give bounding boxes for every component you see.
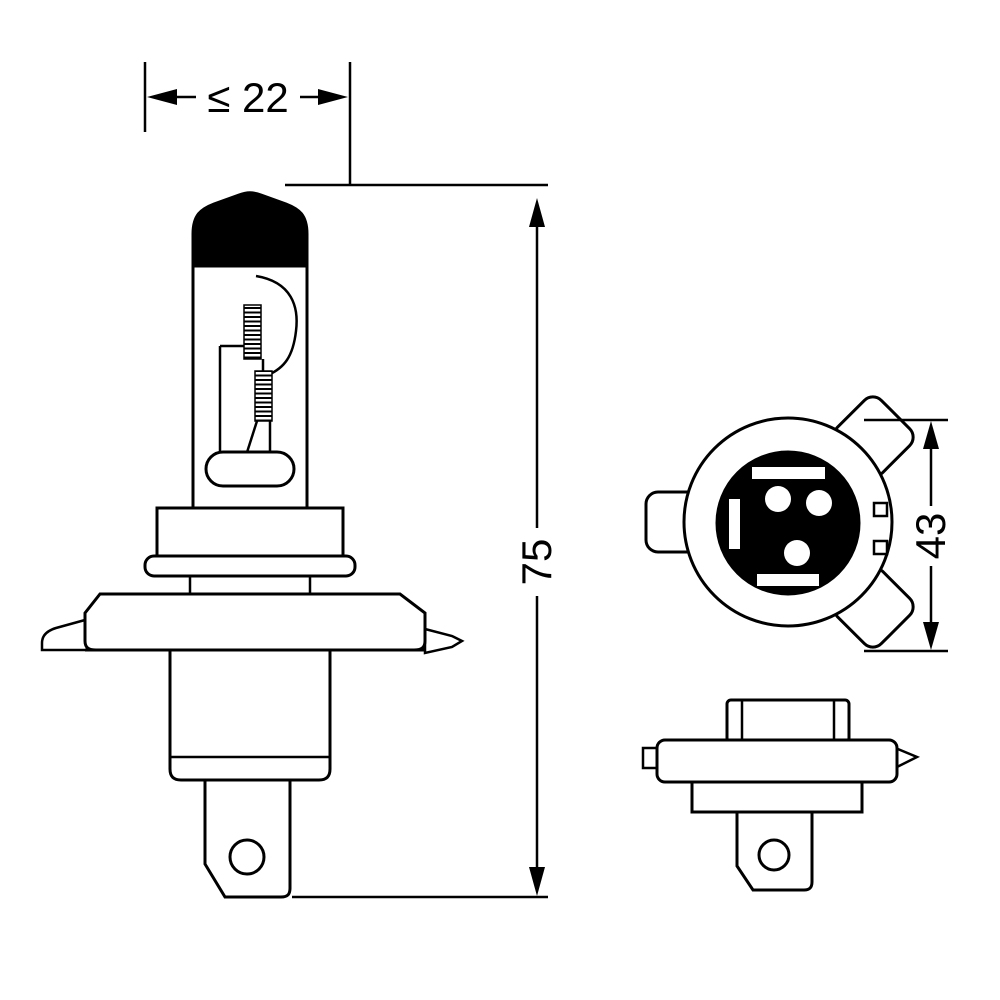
filament-coil-upper bbox=[243, 304, 262, 360]
filament-assembly bbox=[218, 274, 298, 469]
width-dimension: ≤ 22 bbox=[143, 62, 352, 185]
pinch-seal bbox=[204, 450, 296, 488]
contact-bar-top bbox=[752, 467, 825, 479]
filament-shield bbox=[255, 274, 298, 377]
prong-hole bbox=[228, 838, 266, 876]
diameter-dimension-label: 43 bbox=[907, 513, 954, 560]
contact-bar-left bbox=[729, 499, 740, 549]
contact-pin-upper-left bbox=[765, 486, 791, 512]
flange-tab-right bbox=[423, 627, 465, 655]
glass-shoulder bbox=[155, 506, 345, 556]
terminal-prong bbox=[203, 780, 292, 899]
width-dimension-label: ≤ 22 bbox=[207, 74, 288, 121]
width-arrow-right bbox=[318, 89, 348, 105]
diameter-dimension: 43 bbox=[864, 418, 954, 653]
height-dimension-label: 75 bbox=[513, 539, 560, 586]
base-body bbox=[168, 650, 332, 782]
rim-slot-upper bbox=[872, 501, 889, 518]
mounting-flange bbox=[83, 592, 427, 652]
height-dimension: 75 bbox=[285, 183, 560, 899]
diameter-arrow-bottom bbox=[923, 622, 939, 650]
filament-coil-lower bbox=[254, 370, 273, 422]
contact-pin-lower bbox=[784, 540, 810, 566]
bulb-black-tip bbox=[191, 191, 309, 268]
base-rear-view bbox=[641, 698, 921, 892]
bulb-side-view bbox=[40, 191, 465, 899]
contact-bar-bottom bbox=[757, 574, 819, 586]
width-arrow-left bbox=[147, 89, 177, 105]
collar-ring bbox=[143, 554, 357, 578]
rear-base-body bbox=[690, 782, 864, 814]
flange-tab-left bbox=[40, 618, 86, 652]
rear-flange bbox=[655, 738, 899, 784]
diameter-arrow-top bbox=[923, 421, 939, 449]
rear-prong-hole bbox=[757, 838, 791, 872]
connector-front-view bbox=[644, 395, 915, 649]
height-arrow-top bbox=[529, 198, 545, 227]
contact-pin-upper-right bbox=[806, 490, 832, 516]
connector-face-disc bbox=[715, 450, 861, 596]
height-arrow-bottom bbox=[529, 867, 545, 896]
key-block bbox=[725, 698, 851, 744]
rim-slot-lower bbox=[872, 539, 889, 556]
